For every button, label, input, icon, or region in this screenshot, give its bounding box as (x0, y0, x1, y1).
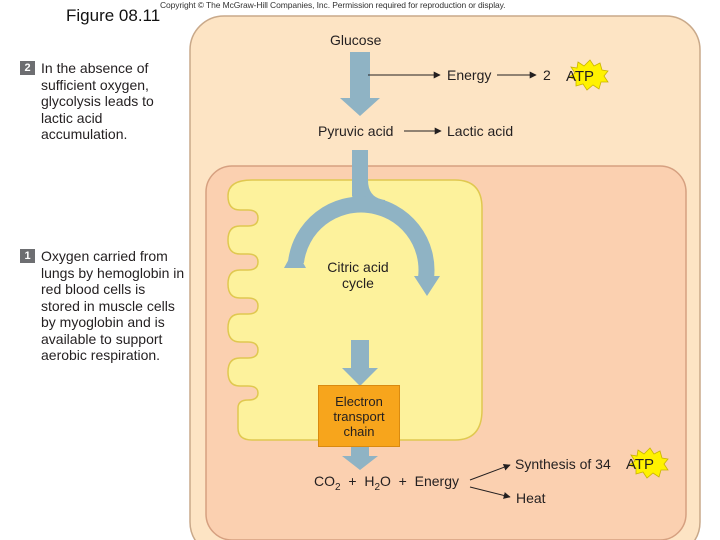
products-label: CO2 + H2O + Energy (314, 473, 459, 493)
lactic-acid-label: Lactic acid (447, 123, 514, 139)
atp-label-1: ATP (566, 68, 594, 85)
etc-exit-arrow (342, 446, 378, 470)
step-2-note: 2 In the absence of sufficient oxygen, g… (20, 60, 185, 143)
cycle-arrowhead-right (414, 276, 440, 296)
synthesis-label: Synthesis of 34 (515, 456, 611, 472)
plus-sign: + (348, 473, 357, 489)
energy-product-text: Energy (414, 473, 459, 489)
energy-to-synthesis-arrow (469, 463, 511, 481)
step-badge: 2 (20, 61, 35, 75)
etc-entry-arrow (342, 340, 378, 386)
copyright-notice: Copyright © The McGraw-Hill Companies, I… (160, 0, 506, 10)
step-text: In the absence of sufficient oxygen, gly… (41, 60, 154, 142)
pyruvic-acid-label: Pyruvic acid (318, 123, 394, 139)
electron-transport-chain-box: Electron transport chain (318, 385, 400, 447)
atp-burst-icon: ATP (626, 447, 669, 479)
step-text: Oxygen carried from lungs by hemoglobin … (41, 248, 185, 363)
energy-label: Energy (447, 67, 492, 83)
energy-to-heat-arrow (469, 486, 511, 499)
glucose-label: Glucose (330, 32, 382, 48)
figure-label: Figure 08.11 (66, 6, 161, 25)
atp-burst-icon: ATP (566, 59, 609, 91)
citric-acid-cycle-label: Citric acid cycle (327, 259, 389, 291)
citric-cycle-ring (288, 196, 435, 279)
co2-subscript: 2 (335, 481, 341, 493)
heat-label: Heat (516, 490, 546, 506)
atp-label-2: ATP (626, 456, 654, 473)
h2o-h-text: H (364, 473, 375, 489)
co2-text: CO (314, 473, 335, 489)
glycolysis-arrow (340, 52, 380, 116)
plus-sign: + (398, 473, 407, 489)
electron-transport-chain-label: Electron transport chain (333, 393, 385, 439)
h2o-o-text: O (380, 473, 391, 489)
atp-count-label: 2 (543, 67, 551, 83)
h2o-subscript: 2 (374, 481, 380, 493)
step-1-note: 1 Oxygen carried from lungs by hemoglobi… (20, 248, 185, 364)
cycle-arrowhead-left (284, 248, 306, 268)
step-badge: 1 (20, 249, 35, 263)
